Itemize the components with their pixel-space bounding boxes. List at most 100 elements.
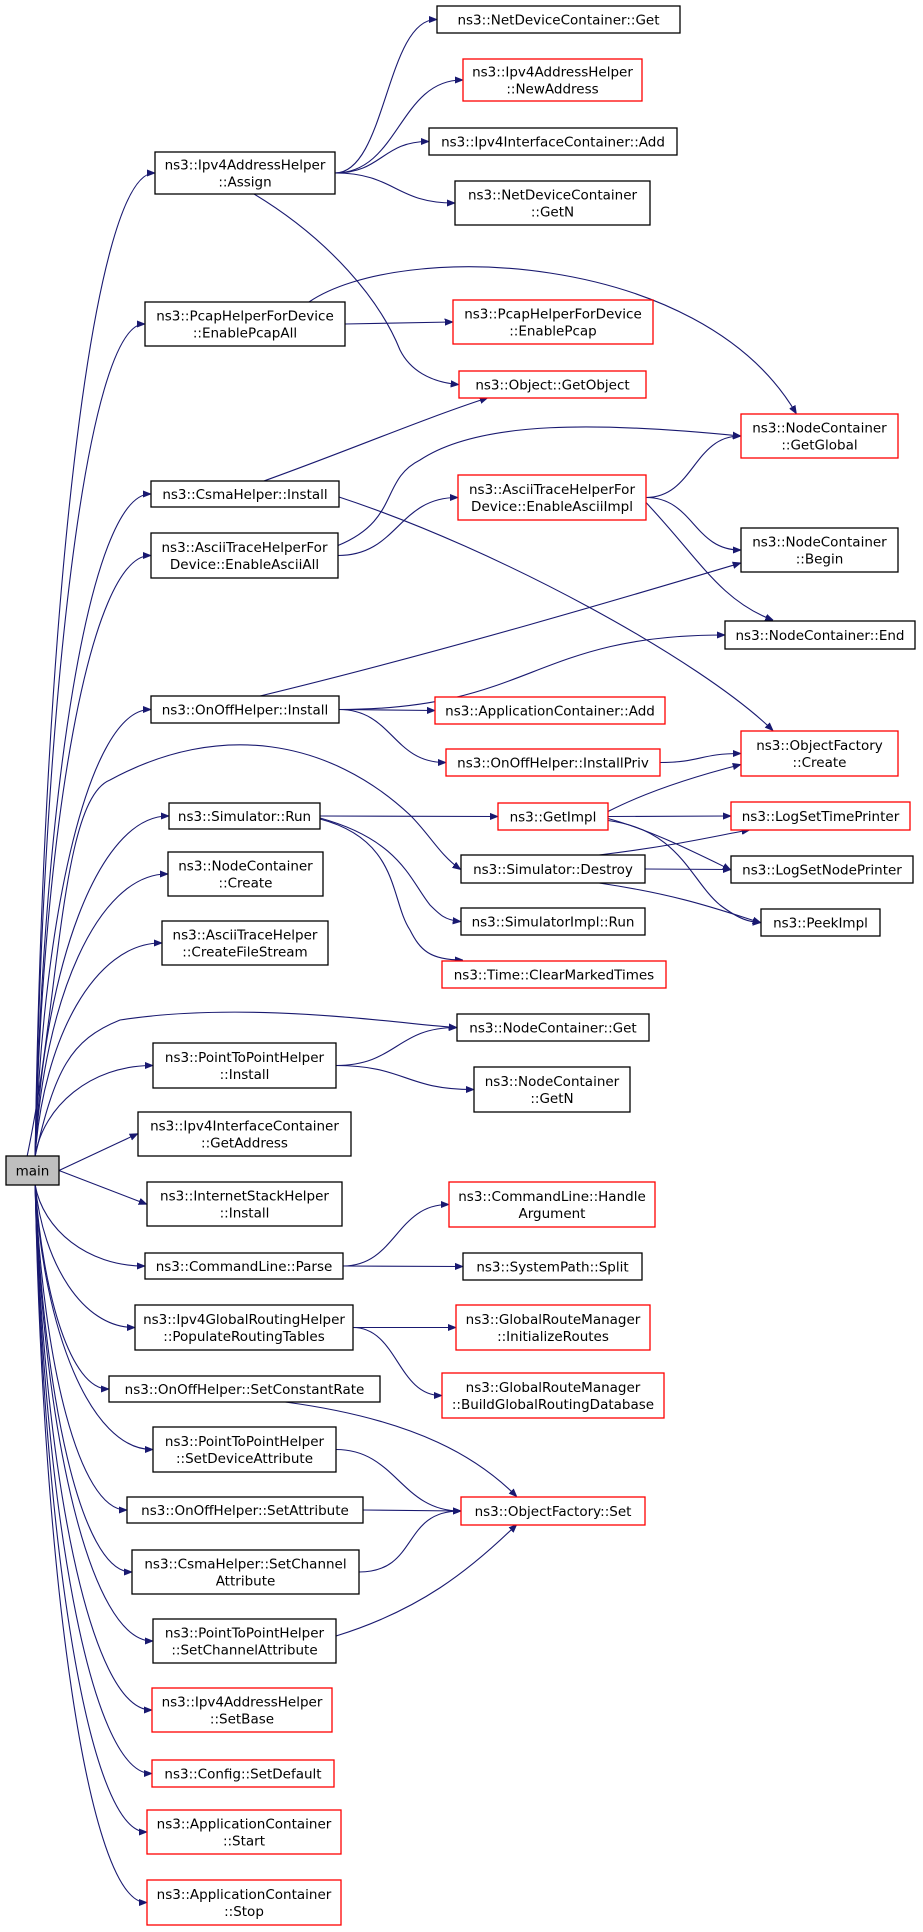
node-label: ns3::GlobalRouteManager: [466, 1312, 641, 1328]
node-ipv4gr-populate[interactable]: ns3::Ipv4GlobalRoutingHelper::PopulateRo…: [134, 1304, 354, 1351]
edge-main-to-pcap_all: [34, 324, 144, 1157]
function-nodes: mainns3::Ipv4AddressHelper::Assignns3::N…: [5, 5, 916, 1926]
node-p2p-setdev[interactable]: ns3::PointToPointHelper::SetDeviceAttrib…: [152, 1426, 337, 1473]
node-logsettime[interactable]: ns3::LogSetTimePrinter: [730, 801, 911, 831]
node-label: ::GetAddress: [201, 1136, 288, 1152]
node-label: ::GetGlobal: [781, 438, 857, 454]
node-ipv4-setbase[interactable]: ns3::Ipv4AddressHelper::SetBase: [151, 1687, 333, 1733]
node-nc-begin[interactable]: ns3::NodeContainer::Begin: [740, 527, 899, 573]
node-label: ns3::AsciiTraceHelper: [173, 928, 318, 944]
node-netdev-getn[interactable]: ns3::NetDeviceContainer::GetN: [454, 180, 651, 226]
node-csma-setchan[interactable]: ns3::CsmaHelper::SetChannelAttribute: [131, 1549, 360, 1595]
node-box: [154, 151, 336, 195]
edge-main-to-onoff_setconst: [34, 1184, 108, 1389]
node-box: [760, 908, 881, 937]
node-ascii-impl[interactable]: ns3::AsciiTraceHelperForDevice::EnableAs…: [457, 474, 647, 521]
node-ipv4-newaddress[interactable]: ns3::Ipv4AddressHelper::NewAddress: [462, 58, 643, 102]
node-label: ::Create: [793, 755, 847, 771]
node-nc-end[interactable]: ns3::NodeContainer::End: [724, 620, 916, 650]
node-peekimpl[interactable]: ns3::PeekImpl: [760, 908, 881, 937]
node-label: ns3::PointToPointHelper: [165, 1050, 325, 1066]
node-box: [131, 1549, 360, 1595]
node-sim-run[interactable]: ns3::Simulator::Run: [168, 802, 321, 830]
node-grm-build[interactable]: ns3::GlobalRouteManager::BuildGlobalRout…: [441, 1372, 665, 1419]
node-onoff-setconst[interactable]: ns3::OnOffHelper::SetConstantRate: [108, 1375, 381, 1403]
node-appc-stop[interactable]: ns3::ApplicationContainer::Stop: [146, 1879, 342, 1926]
node-main[interactable]: main: [5, 1155, 60, 1186]
node-box: [460, 1496, 646, 1526]
node-csma-install[interactable]: ns3::CsmaHelper::Install: [150, 480, 340, 508]
node-ascii-all[interactable]: ns3::AsciiTraceHelperForDevice::EnableAs…: [150, 532, 339, 579]
node-object-getobject[interactable]: ns3::Object::GetObject: [458, 370, 647, 399]
node-ascii-cfs[interactable]: ns3::AsciiTraceHelper::CreateFileStream: [161, 920, 329, 966]
node-of-set[interactable]: ns3::ObjectFactory::Set: [460, 1496, 646, 1526]
edge-sim_destroy-to-peekimpl: [598, 882, 760, 923]
node-label: ns3::ApplicationContainer: [157, 1887, 332, 1903]
node-label: ::Create: [219, 876, 273, 892]
node-label: ::BuildGlobalRoutingDatabase: [452, 1397, 654, 1413]
node-simimpl-run[interactable]: ns3::SimulatorImpl::Run: [460, 907, 646, 936]
node-p2p-setchan[interactable]: ns3::PointToPointHelper::SetChannelAttri…: [152, 1618, 337, 1664]
node-label: ns3::Time::ClearMarkedTimes: [454, 968, 654, 984]
node-box: [168, 802, 321, 830]
node-onoff-installpriv[interactable]: ns3::OnOffHelper::InstallPriv: [445, 748, 661, 777]
node-appc-start[interactable]: ns3::ApplicationContainer::Start: [146, 1809, 342, 1855]
edge-p2p_setdev-to-of_set: [335, 1448, 460, 1512]
node-box: [146, 1181, 343, 1227]
node-label: ns3::NodeContainer: [752, 421, 887, 437]
node-getimpl[interactable]: ns3::GetImpl: [497, 802, 609, 831]
node-pcap-all[interactable]: ns3::PcapHelperForDevice::EnablePcapAll: [144, 301, 346, 347]
node-label: ns3::OnOffHelper::InstallPriv: [457, 756, 649, 772]
node-label: ns3::OnOffHelper::SetConstantRate: [125, 1382, 365, 1398]
node-label: main: [16, 1164, 50, 1180]
node-box: [5, 1155, 60, 1186]
node-box: [730, 855, 914, 884]
node-appc-add[interactable]: ns3::ApplicationContainer::Add: [434, 696, 666, 725]
node-label: ::SetChannelAttribute: [171, 1643, 317, 1659]
edge-onoff_install-to-appc_add: [338, 710, 434, 711]
node-label: ns3::PcapHelperForDevice: [156, 309, 334, 325]
edge-main-to-csma_setchan: [34, 1184, 131, 1572]
node-label: ns3::LogSetTimePrinter: [742, 809, 900, 825]
node-label: ns3::CommandLine::Handle: [458, 1189, 646, 1205]
node-of-create[interactable]: ns3::ObjectFactory::Create: [740, 730, 899, 777]
node-logsetnode[interactable]: ns3::LogSetNodePrinter: [730, 855, 914, 884]
node-time-cmt[interactable]: ns3::Time::ClearMarkedTimes: [441, 960, 667, 989]
edge-ascii_all-to-nc_getglobal: [337, 426, 740, 547]
node-label: Device::EnableAsciiAll: [170, 557, 319, 573]
edge-onoff_install-to-nc_end: [338, 635, 724, 711]
node-isi-install[interactable]: ns3::InternetStackHelper::Install: [146, 1181, 343, 1227]
node-label: ::CreateFileStream: [182, 945, 307, 961]
node-p2p-install[interactable]: ns3::PointToPointHelper::Install: [152, 1042, 337, 1089]
node-nc-getn[interactable]: ns3::NodeContainer::GetN: [473, 1066, 631, 1113]
edge-ipv4_assign-to-ipv4if_add: [334, 142, 428, 174]
node-nc-get[interactable]: ns3::NodeContainer::Get: [456, 1013, 650, 1042]
node-box: [445, 748, 661, 777]
edge-ascii_impl-to-nc_end: [645, 502, 773, 621]
node-box: [441, 1372, 665, 1419]
node-pcap-enable[interactable]: ns3::PcapHelperForDevice::EnablePcap: [452, 299, 654, 345]
edge-main-to-nc_get: [34, 1011, 456, 1157]
node-nc-create[interactable]: ns3::NodeContainer::Create: [167, 851, 324, 897]
node-nc-getglobal[interactable]: ns3::NodeContainer::GetGlobal: [740, 413, 899, 459]
node-config-setdefault[interactable]: ns3::Config::SetDefault: [151, 1759, 335, 1788]
node-ipv4if-getaddr[interactable]: ns3::Ipv4InterfaceContainer::GetAddress: [137, 1111, 352, 1157]
node-onoff-setattr[interactable]: ns3::OnOffHelper::SetAttribute: [126, 1496, 364, 1524]
edge-onoff_setattr-to-of_set: [362, 1510, 460, 1511]
node-label: ns3::NodeContainer::End: [736, 628, 905, 644]
node-label: ns3::CommandLine::Parse: [156, 1259, 333, 1275]
edge-getimpl-to-of_create: [607, 765, 740, 812]
node-grm-init[interactable]: ns3::GlobalRouteManager::InitializeRoute…: [455, 1304, 651, 1351]
node-cl-parse[interactable]: ns3::CommandLine::Parse: [144, 1252, 344, 1280]
node-onoff-install[interactable]: ns3::OnOffHelper::Install: [150, 695, 340, 724]
node-ipv4-assign[interactable]: ns3::Ipv4AddressHelper::Assign: [154, 151, 336, 195]
node-box: [497, 802, 609, 831]
edge-sim_run-to-time_cmt: [319, 818, 462, 960]
node-sim-destroy[interactable]: ns3::Simulator::Destroy: [460, 854, 646, 884]
edge-main-to-onoff_install: [34, 710, 150, 1157]
node-syspath-split[interactable]: ns3::SystemPath::Split: [462, 1252, 643, 1281]
node-ipv4if-add[interactable]: ns3::Ipv4InterfaceContainer::Add: [428, 127, 678, 156]
call-edges: [26, 20, 796, 1903]
node-netdev-get[interactable]: ns3::NetDeviceContainer::Get: [436, 5, 681, 34]
